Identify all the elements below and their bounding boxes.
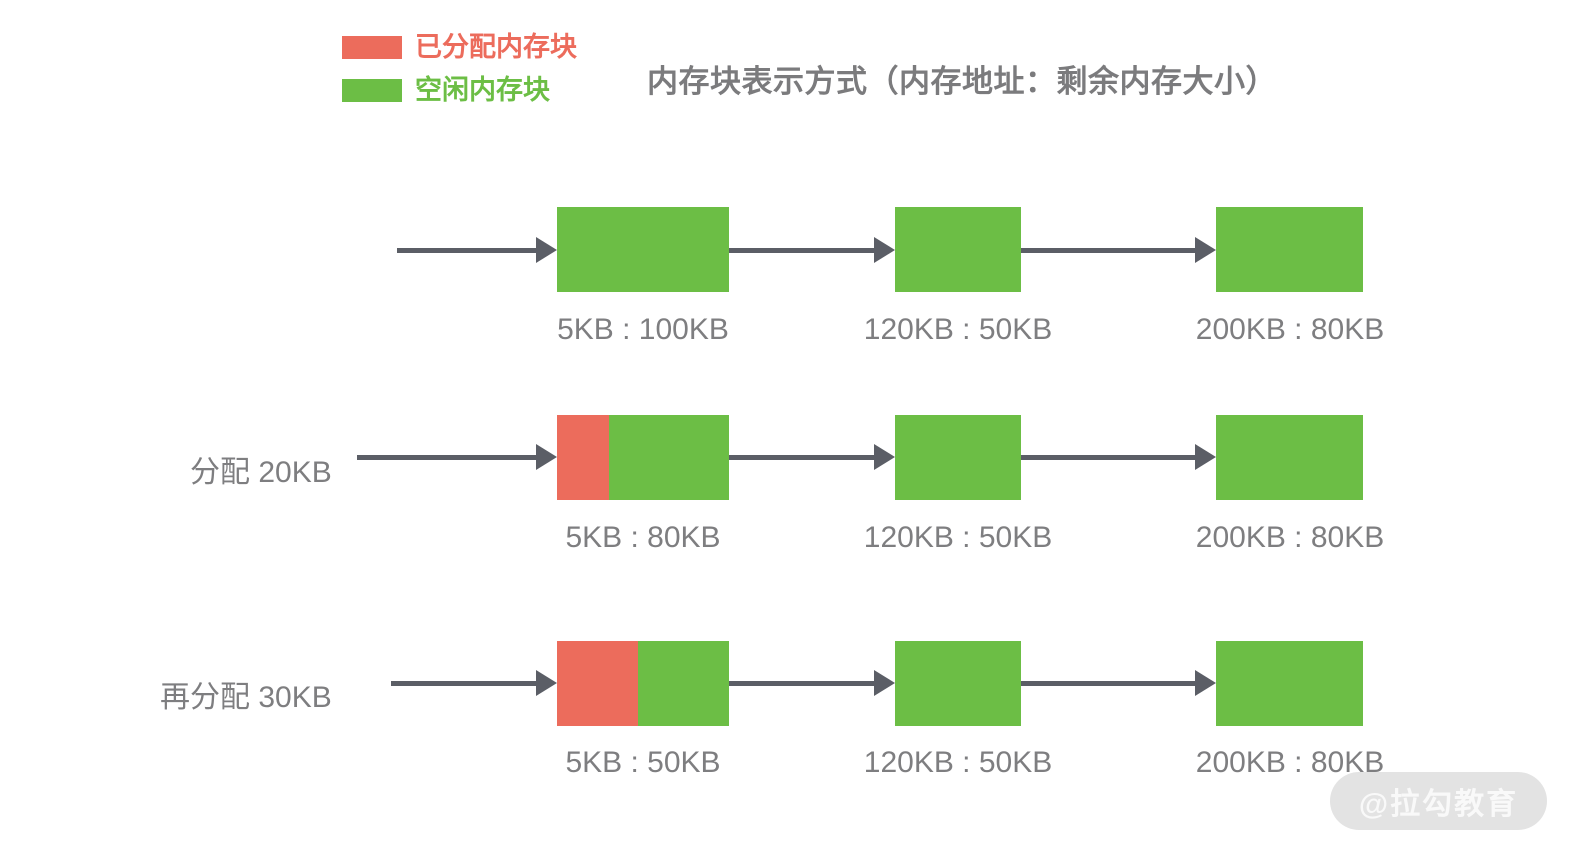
row-label-allocate-20kb: 分配 20KB (190, 456, 332, 489)
link-arrow-row3-1 (729, 670, 895, 696)
arrow-head-icon (874, 444, 895, 470)
arrow-shaft (729, 454, 874, 460)
allocated-region (557, 641, 638, 726)
memory-block-row2-1 (557, 415, 729, 500)
memory-block-row3-3 (1216, 641, 1363, 726)
allocated-region (557, 415, 609, 500)
legend-label-allocated: 已分配内存块 (415, 32, 577, 62)
arrow-shaft (357, 454, 536, 460)
legend-item-free: 空闲内存块 (342, 77, 550, 104)
arrow-head-icon (536, 444, 557, 470)
memory-block-row1-2 (895, 207, 1021, 292)
arrow-shaft (729, 247, 874, 253)
arrow-shaft (397, 247, 536, 253)
memory-block-row2-2 (895, 415, 1021, 500)
block-caption: 200KB : 80KB (1195, 521, 1385, 554)
free-swatch (342, 79, 402, 102)
memory-block-row3-1 (557, 641, 729, 726)
arrow-head-icon (874, 670, 895, 696)
legend-item-allocated: 已分配内存块 (342, 34, 577, 61)
arrow-shaft (1021, 454, 1195, 460)
arrow-head-icon (1195, 237, 1216, 263)
memory-block-row1-3 (1216, 207, 1363, 292)
lead-arrow-row3 (391, 670, 557, 696)
row-label-reallocate-30kb: 再分配 30KB (160, 681, 332, 714)
lead-arrow-row1 (397, 237, 557, 263)
arrow-shaft (1021, 247, 1195, 253)
arrow-head-icon (874, 237, 895, 263)
block-caption: 120KB : 50KB (863, 746, 1053, 779)
link-arrow-row3-2 (1021, 670, 1216, 696)
watermark-badge: @拉勾教育 (1330, 772, 1547, 830)
block-caption: 5KB : 100KB (557, 313, 729, 346)
legend-label-free: 空闲内存块 (415, 75, 550, 105)
arrow-shaft (391, 680, 536, 686)
block-caption: 5KB : 50KB (565, 746, 721, 779)
arrow-shaft (1021, 680, 1195, 686)
arrow-head-icon (536, 237, 557, 263)
block-caption: 200KB : 80KB (1195, 746, 1385, 779)
memory-block-row3-2 (895, 641, 1021, 726)
link-arrow-row2-1 (729, 444, 895, 470)
block-caption: 5KB : 80KB (565, 521, 721, 554)
lead-arrow-row2 (357, 444, 557, 470)
block-caption: 200KB : 80KB (1195, 313, 1385, 346)
block-caption: 120KB : 50KB (863, 521, 1053, 554)
link-arrow-row1-2 (1021, 237, 1216, 263)
block-caption: 120KB : 50KB (863, 313, 1053, 346)
arrow-shaft (729, 680, 874, 686)
allocated-swatch (342, 36, 402, 59)
memory-block-row1-1 (557, 207, 729, 292)
arrow-head-icon (1195, 444, 1216, 470)
memory-block-row2-3 (1216, 415, 1363, 500)
arrow-head-icon (1195, 670, 1216, 696)
diagram-title: 内存块表示方式（内存地址：剩余内存大小） (647, 64, 1277, 99)
link-arrow-row2-2 (1021, 444, 1216, 470)
link-arrow-row1-1 (729, 237, 895, 263)
arrow-head-icon (536, 670, 557, 696)
